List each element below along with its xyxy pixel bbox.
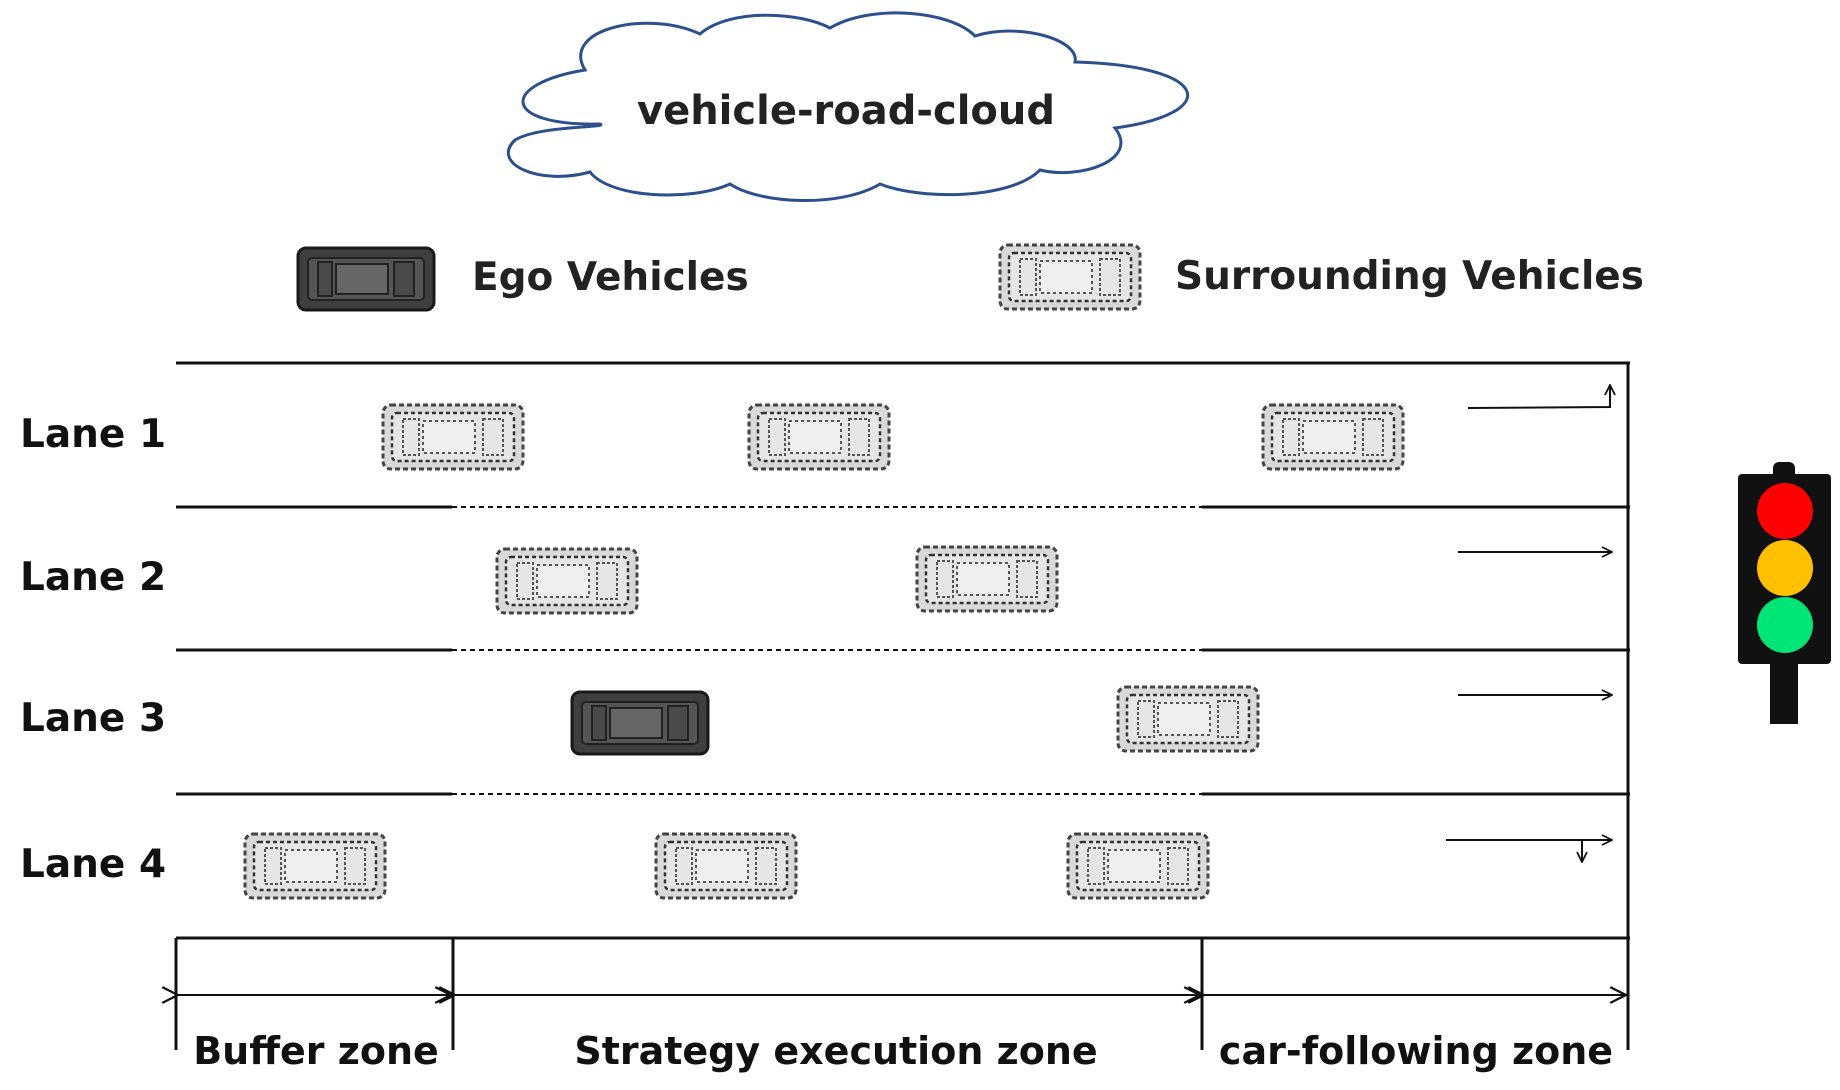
cloud-shape [506, 11, 1190, 203]
ego-vehicle [570, 690, 710, 756]
surrounding-vehicle [495, 547, 639, 615]
legend-ego-vehicle-icon [296, 246, 436, 312]
straight-left-turn-arrow-icon [1467, 385, 1610, 409]
lane-2-label: Lane 2 [20, 555, 166, 600]
road [176, 361, 1630, 940]
zone-markers [176, 938, 1630, 1050]
legend-surrounding-vehicle-icon [998, 243, 1142, 311]
legend-ego-label: Ego Vehicles [472, 255, 749, 300]
legend-surrounding-label: Surrounding Vehicles [1175, 254, 1644, 299]
straight-right-turn-arrow-icon [1446, 840, 1612, 862]
surrounding-vehicle [1261, 403, 1405, 471]
buffer-zone-label: Buffer zone [193, 1029, 439, 1073]
lane-1-label: Lane 1 [20, 412, 166, 457]
lane-arrows [1446, 385, 1612, 862]
legend: Ego Vehicles Surrounding Vehicles [296, 243, 1644, 312]
surrounding-vehicle [915, 545, 1059, 613]
yellow-light [1757, 540, 1813, 596]
surrounding-vehicle [747, 403, 891, 471]
surrounding-vehicle [654, 832, 798, 900]
cloud-label: vehicle-road-cloud [637, 88, 1055, 134]
surrounding-vehicle [1066, 832, 1210, 900]
strategy-zone-label: Strategy execution zone [574, 1029, 1097, 1073]
red-light [1757, 483, 1813, 539]
surrounding-vehicle [381, 403, 525, 471]
cloud: vehicle-road-cloud [506, 11, 1190, 203]
lane-3-label: Lane 3 [20, 696, 166, 741]
surrounding-vehicle [1116, 685, 1260, 753]
green-light [1757, 597, 1813, 653]
lane-4-label: Lane 4 [20, 842, 166, 887]
surrounding-vehicle [243, 832, 387, 900]
traffic-light-icon [1738, 462, 1831, 724]
car-following-zone-label: car-following zone [1219, 1029, 1613, 1073]
